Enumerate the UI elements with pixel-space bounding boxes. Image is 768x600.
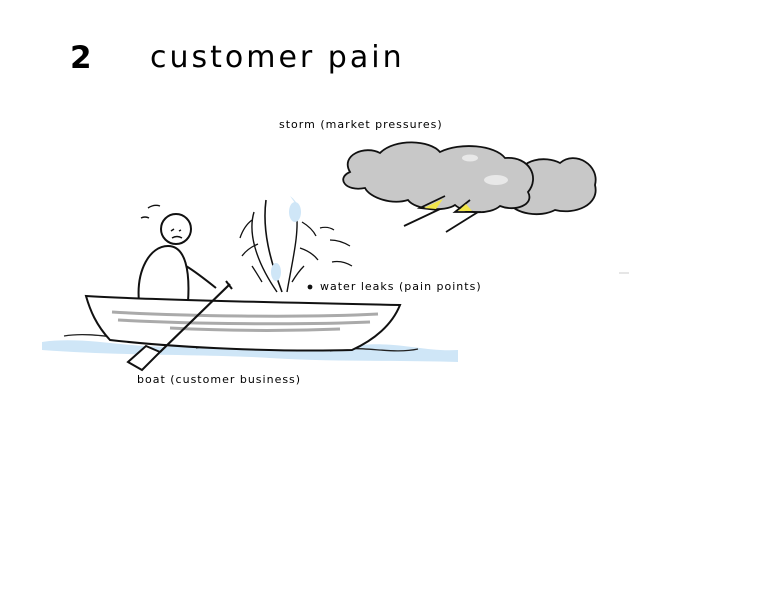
oar-icon: [126, 280, 233, 372]
slide-title: customer pain: [150, 40, 405, 75]
divider-mark: [619, 272, 629, 274]
lightning-icon: [403, 195, 482, 233]
boat-icon: [84, 294, 402, 352]
storm-cloud-icon: [342, 141, 597, 216]
person-icon: [137, 204, 217, 303]
water-leaks-label: water leaks (pain points): [320, 280, 482, 293]
water-fountain-icon: [239, 196, 353, 293]
storm-label: storm (market pressures): [279, 118, 443, 131]
slide-number: 2: [70, 40, 93, 76]
boat-label: boat (customer business): [137, 373, 302, 386]
